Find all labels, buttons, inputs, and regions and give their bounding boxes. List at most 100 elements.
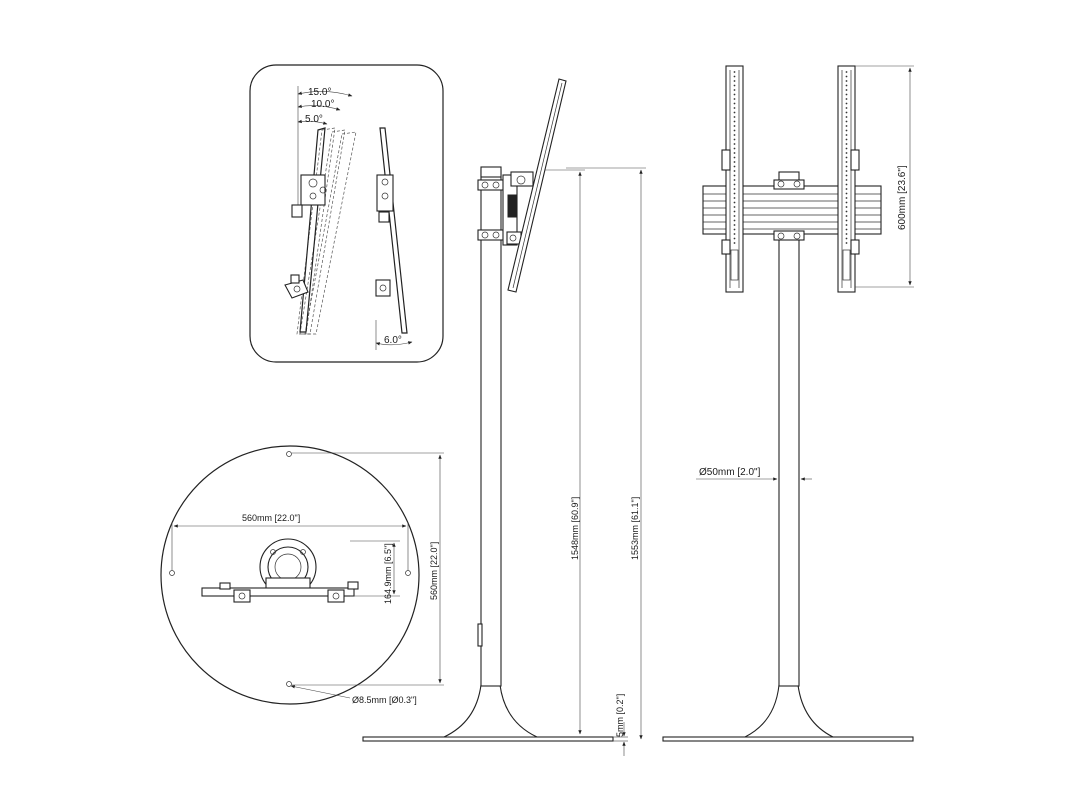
height-1553-label: 1553mm [61.1"] [630, 497, 640, 560]
front-rail-left-hole [733, 129, 736, 132]
tilt-panel-frame [249, 64, 444, 363]
tilt-ghost-panels [296, 127, 357, 335]
front-rail-right-hole [845, 197, 848, 199]
side-view: 1548mm [60.9"] 1553mm [61.1"] 5mm [0.2"] [362, 78, 646, 756]
front-rail-right-hole [845, 93, 848, 96]
front-rail-left-hole [733, 170, 736, 172]
front-rail-right-hole [845, 125, 848, 127]
angle-5-arc [297, 119, 328, 125]
angle-10-arc [297, 104, 341, 111]
front-rail-left-hole [733, 80, 736, 82]
column-diameter-label: Ø50mm [2.0"] [699, 467, 761, 478]
front-rail-right-hole [845, 165, 848, 168]
front-rail-left-hole [733, 93, 736, 96]
front-rail-right-hole [845, 188, 848, 190]
front-rail-right-hole [845, 201, 848, 204]
front-rail-left-hole [733, 237, 736, 240]
front-rail-left-hole [733, 102, 736, 105]
front-rail-left-hole [733, 111, 736, 114]
front-rail-right-hole [845, 80, 848, 82]
base-hole-bottom [286, 681, 292, 687]
front-column [778, 179, 800, 687]
front-rail-left-hole [733, 192, 736, 195]
front-rail-left-hole [733, 201, 736, 204]
front-rail-left-hole [733, 152, 736, 154]
front-rail-right-hole [845, 98, 848, 100]
front-rail-left-hole [733, 71, 736, 73]
front-base-flare [744, 684, 834, 738]
base-cross-bar [201, 581, 359, 603]
front-rail-left-hole [733, 233, 736, 235]
front-rail-right-hole [845, 206, 848, 208]
front-rail-right-hole [845, 224, 848, 226]
side-display-panel [507, 78, 567, 293]
front-rail-left-hole [733, 210, 736, 213]
front-rail-left-hole [733, 228, 736, 231]
side-column [480, 169, 502, 687]
front-rail-left-hole [733, 107, 736, 109]
front-rail-left-hole [733, 188, 736, 190]
front-base-plate [662, 736, 914, 742]
front-clamp-upper [773, 179, 805, 190]
front-rail-left-hole [733, 174, 736, 177]
front-rail-right-hole [845, 75, 848, 78]
front-rail-right-hole [845, 71, 848, 73]
front-rail-right-hole [845, 138, 848, 141]
bolt-spacing-label: 560mm [22.0"] [242, 513, 300, 523]
front-rail-right-hole [845, 233, 848, 235]
front-rail-left-hole [733, 183, 736, 186]
front-rail-left-hole [733, 147, 736, 150]
front-rail-right-hole [845, 237, 848, 240]
height-1548-label: 1548mm [60.9"] [570, 497, 580, 560]
front-rail-left-hole [733, 116, 736, 118]
front-rail-left-hole [733, 215, 736, 217]
front-rail-right-hole [845, 111, 848, 114]
side-base-plate [362, 736, 614, 742]
angle-6-arc [375, 341, 413, 346]
front-rail-left-hole [733, 161, 736, 163]
front-rail-right-hole [845, 107, 848, 109]
front-rail-right-hole [845, 84, 848, 87]
front-view: 600mm [23.6"] Ø50mm [2.0"] [662, 65, 914, 742]
front-rail-right-hole [845, 219, 848, 222]
front-rail-right-hole [845, 129, 848, 132]
front-rail-left-hole [733, 224, 736, 226]
base-hole-top [286, 451, 292, 457]
front-rail-left-hole [733, 165, 736, 168]
tilt-panel-main [299, 127, 326, 333]
front-rail-right-hole [845, 134, 848, 136]
base-thickness-label: 5mm [0.2"] [615, 694, 625, 737]
base-diameter-label: 560mm [22.0"] [429, 542, 439, 600]
angle-5-label: 5.0° [305, 114, 323, 125]
front-rail-right-hole [845, 174, 848, 177]
front-rail-right-hole [845, 147, 848, 150]
front-rail-right-hole [845, 170, 848, 172]
front-rail-left-hole [733, 134, 736, 136]
front-rail-right-hole [845, 156, 848, 159]
rail-length-label: 600mm [23.6"] [897, 165, 908, 230]
tilt-bracket-upper [291, 174, 327, 218]
front-rail-right-hole [845, 210, 848, 213]
front-rail-right-hole [845, 161, 848, 163]
front-rail-left-hole [733, 179, 736, 181]
hole-diameter-label: Ø8.5mm [Ø0.3"] [352, 695, 417, 705]
tilt-bracket-lower [284, 274, 309, 299]
front-rail-right [837, 65, 860, 293]
front-rail-left-hole [733, 143, 736, 145]
front-rail-right-hole [845, 183, 848, 186]
front-rail-left-hole [733, 197, 736, 199]
front-rail-right-hole [845, 192, 848, 195]
front-rail-right-hole [845, 242, 848, 244]
front-rail-left-hole [733, 89, 736, 91]
front-rail-left-hole [733, 156, 736, 159]
front-clamp-lower [773, 230, 805, 241]
angle-6-label: 6.0° [384, 335, 402, 346]
base-plan-view: 560mm [22.0"] 164.9mm [6.5"] [160, 445, 444, 705]
front-rail-right-hole [845, 215, 848, 217]
base-hole-left [169, 570, 175, 576]
tilt-side-view [375, 127, 408, 334]
front-rail-right-hole [845, 228, 848, 231]
plate-height-label: 164.9mm [6.5"] [383, 543, 393, 604]
base-column-adaptor [259, 538, 317, 596]
